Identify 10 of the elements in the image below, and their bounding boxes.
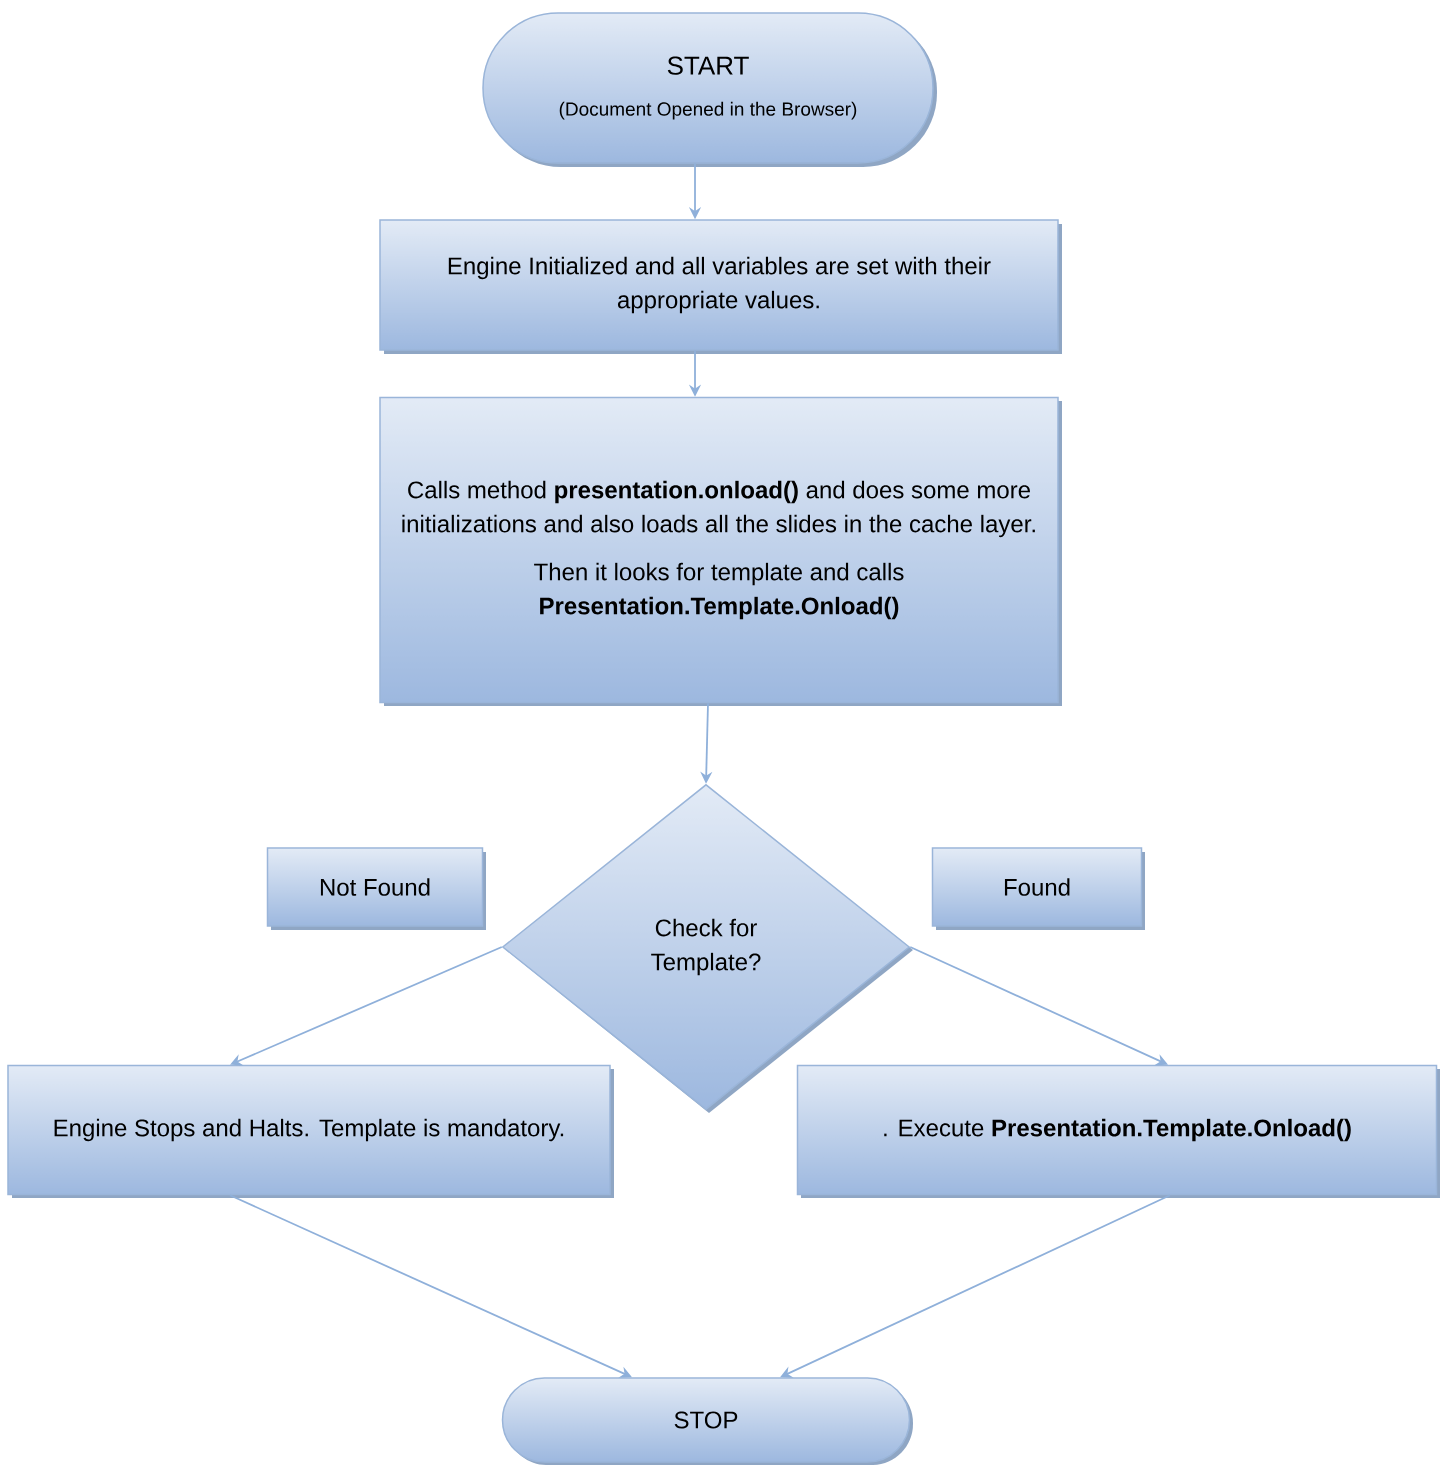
process-box: Engine Stops and Halts. Template is mandatory.	[7, 1064, 614, 1198]
label-box: Not Found	[266, 847, 486, 930]
process-box: Calls method presentation.onload() and does some more initializations and also loads all the slides in the cache layer. Then it looks for template and calls Presentation.Template.Onload()	[379, 396, 1062, 706]
label-box: Found	[931, 847, 1145, 930]
process-box: . Execute Presentation.Template.Onload()	[796, 1064, 1440, 1198]
process-box: Engine Initialized and all variables are set with their appropriate values.	[379, 219, 1062, 354]
arrow	[229, 1194, 632, 1378]
arrow	[230, 946, 503, 1066]
arrow	[780, 1194, 1171, 1378]
arrow	[909, 946, 1168, 1066]
